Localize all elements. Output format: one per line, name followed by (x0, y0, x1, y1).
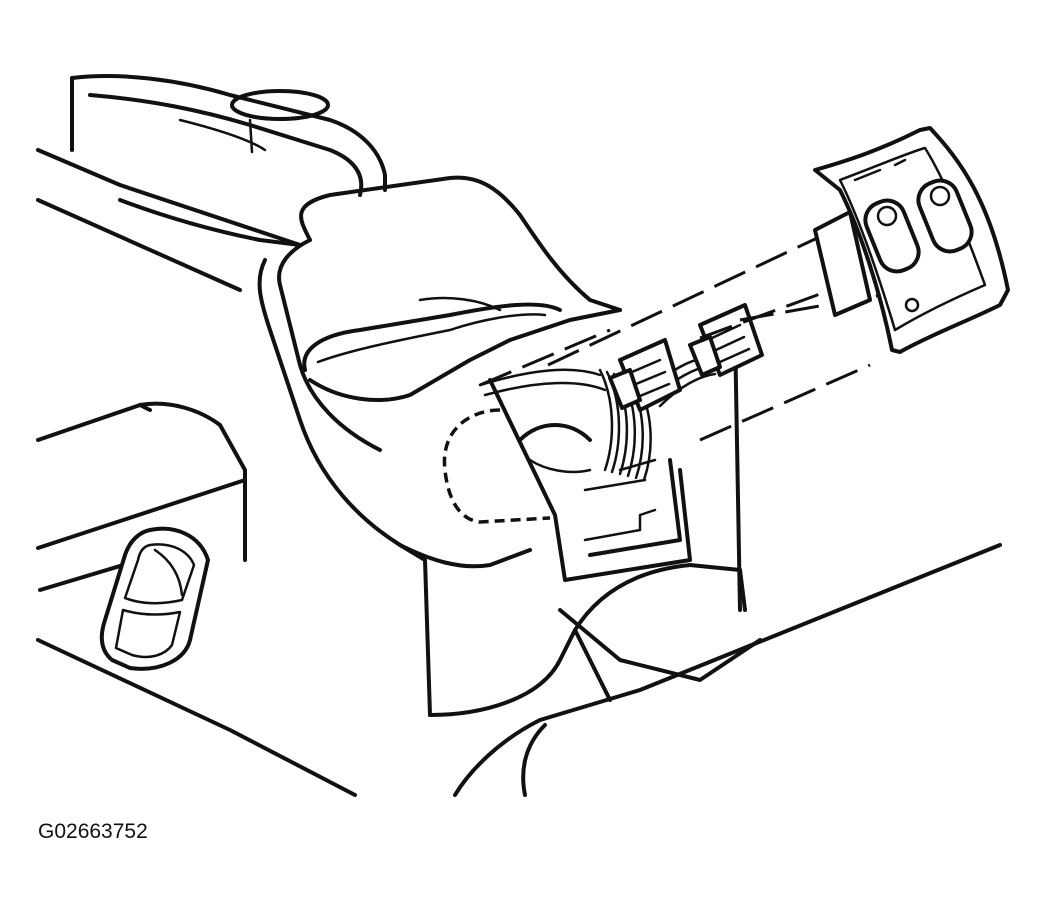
floor-seat-area (453, 543, 1002, 797)
harness-connector-right (688, 303, 764, 377)
storage-compartment (70, 73, 387, 247)
switch-assembly (813, 126, 1010, 354)
lower-left-panel (36, 401, 247, 671)
switch-icon-left (876, 205, 898, 227)
alignment-lines (479, 230, 911, 442)
bezel-opening (488, 378, 692, 582)
dash-panel-outline (36, 148, 357, 797)
lower-switch-pod (99, 526, 210, 671)
switch-icon-right (929, 185, 951, 207)
center-console-body (257, 175, 762, 717)
cupholder-top (230, 89, 330, 121)
console-tray (302, 296, 622, 402)
switch-retainer-tab (904, 297, 920, 313)
figure-id-label: G02663752 (38, 820, 148, 843)
wiring-harness (478, 356, 717, 482)
harness-connector-left (608, 338, 682, 412)
switch-connector-housing (813, 210, 872, 317)
switch-location-outline (442, 408, 551, 524)
